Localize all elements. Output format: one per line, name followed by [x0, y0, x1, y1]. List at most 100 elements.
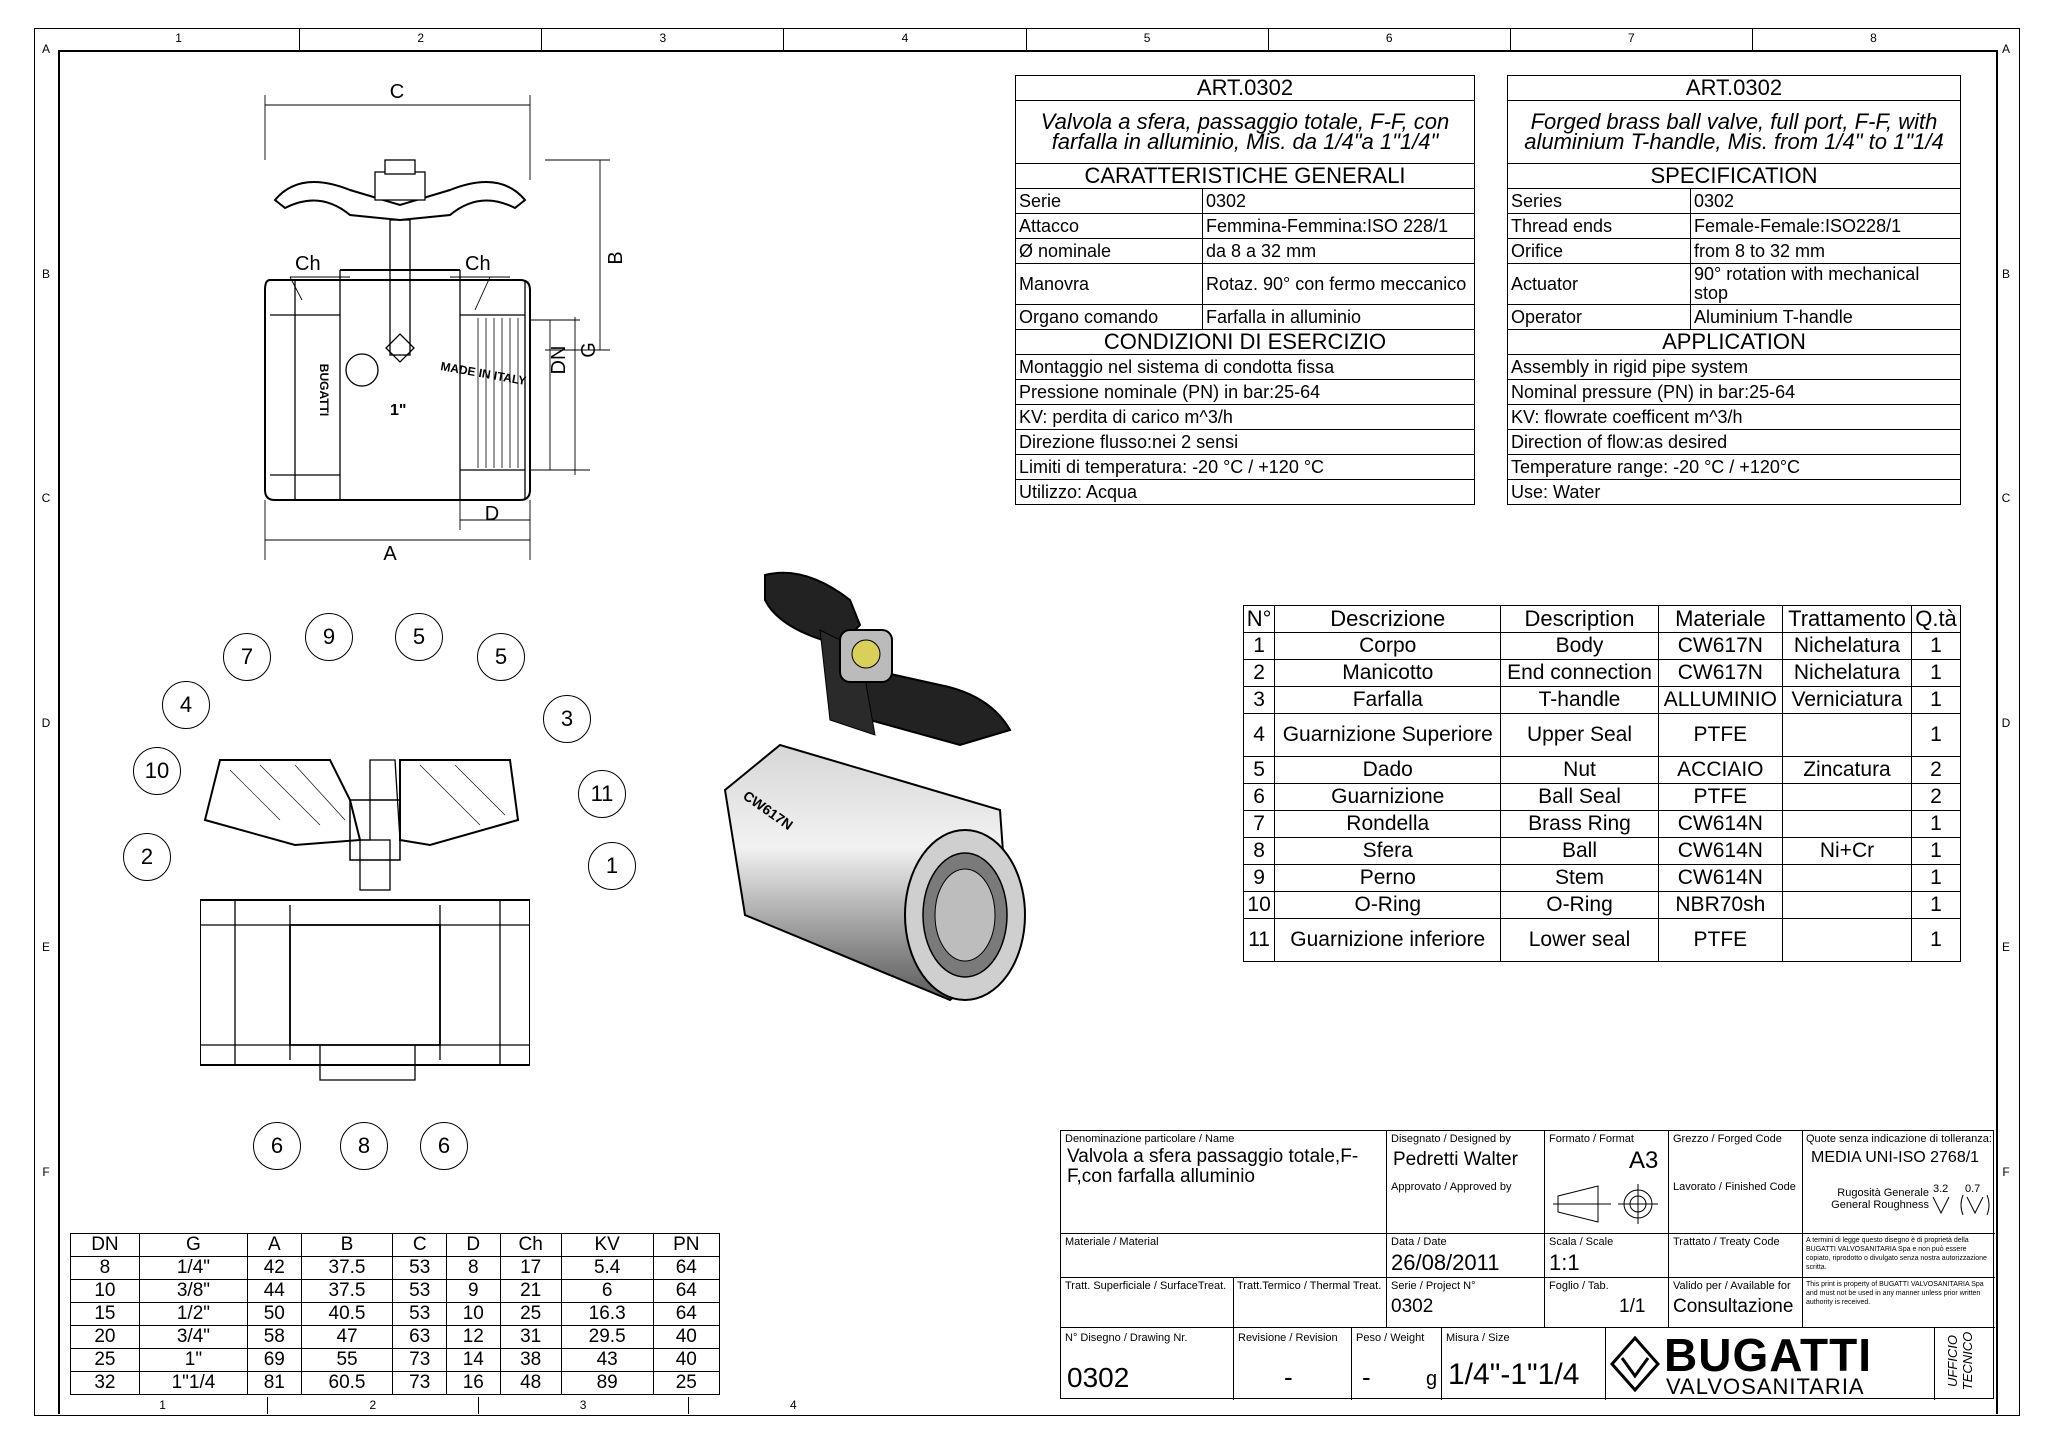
parts-cell: CW617N: [1657, 659, 1783, 687]
tb-date-cell: Data / Date 26/08/2011: [1387, 1234, 1545, 1278]
zone-column-label: 4: [790, 1398, 797, 1412]
dims-cell: 17: [499, 1256, 562, 1280]
valve-section-view: [200, 759, 530, 1081]
zone-row-label: D: [41, 715, 51, 730]
tb-legal-en: This print is property of BUGATTI VALVOS…: [1806, 1281, 1984, 1306]
dim-b-label: B: [605, 251, 627, 264]
spec-key: Manovra: [1015, 263, 1203, 305]
zone-row-label: F: [2002, 1164, 2010, 1179]
tb-roughness-value: 0.7: [1965, 1183, 1981, 1195]
spec-key: Attacco: [1015, 213, 1203, 239]
tb-label: Tratt. Superficiale / SurfaceTreat.: [1065, 1280, 1227, 1292]
spec-value: Femmina-Femmina:ISO 228/1: [1202, 213, 1475, 239]
parts-header-cell: Trattamento: [1781, 605, 1913, 633]
dims-header-cell: KV: [560, 1233, 654, 1257]
callout-bubble: 5: [395, 613, 443, 661]
parts-cell: Manicotto: [1274, 659, 1502, 687]
dims-cell: 15: [70, 1302, 140, 1326]
dims-header-cell: DN: [70, 1233, 140, 1257]
parts-cell: Brass Ring: [1500, 810, 1659, 838]
dims-header-cell: A: [247, 1233, 302, 1257]
spec-value: 0302: [1690, 188, 1961, 214]
dims-cell: 1": [138, 1348, 249, 1372]
parts-cell: Dado: [1274, 756, 1502, 784]
tb-label: Scala / Scale: [1549, 1236, 1614, 1248]
tb-label: Trattato / Treaty Code: [1673, 1236, 1780, 1248]
tb-size-value: 1/4"-1"1/4: [1448, 1358, 1580, 1391]
tb-revision-value: -: [1284, 1362, 1293, 1392]
parts-cell: [1781, 864, 1913, 892]
parts-cell: Nichelatura: [1781, 632, 1913, 660]
dims-header-cell: B: [300, 1233, 394, 1257]
spec-key: Organo comando: [1015, 304, 1203, 330]
tb-project-cell: Serie / Project N° 0302: [1387, 1278, 1545, 1328]
parts-cell: 1: [1911, 659, 1961, 687]
callout-bubble: 7: [223, 633, 271, 681]
dims-cell: 1/4": [138, 1256, 249, 1280]
tb-office-cell: UFFICIO TECNICO: [1934, 1328, 1995, 1400]
zone-column-label: 8: [1870, 31, 1877, 45]
spec-value: Farfalla in alluminio: [1202, 304, 1475, 330]
tb-label: Peso / Weight: [1356, 1332, 1425, 1344]
parts-cell: Guarnizione: [1274, 783, 1502, 811]
parts-cell: ALLUMINIO: [1657, 686, 1783, 714]
parts-header-cell: Materiale: [1657, 605, 1783, 633]
parts-cell: 2: [1911, 756, 1961, 784]
dims-cell: 47: [300, 1325, 394, 1349]
spec-value: da 8 a 32 mm: [1202, 238, 1475, 264]
parts-cell: O-Ring: [1500, 891, 1659, 919]
parts-cell: 1: [1911, 864, 1961, 892]
dim-a-label: A: [383, 543, 397, 565]
parts-cell: 6: [1242, 783, 1276, 811]
callout-bubble: 1: [588, 842, 636, 890]
dim-g-label: G: [578, 342, 600, 358]
dims-cell: 1/2": [138, 1302, 249, 1326]
tb-sheet-value: 1/1: [1619, 1296, 1646, 1317]
parts-cell: O-Ring: [1274, 891, 1502, 919]
title-block: Denominazione particolare / Name Valvola…: [1060, 1130, 1995, 1400]
tb-surface-cell: Tratt. Superficiale / SurfaceTreat.: [1061, 1278, 1234, 1328]
dims-cell: 8: [446, 1256, 501, 1280]
dims-cell: 3/8": [138, 1279, 249, 1303]
parts-header-cell: Descrizione: [1274, 605, 1502, 633]
zone-column-label: 6: [1269, 28, 1511, 50]
dims-cell: 73: [392, 1348, 447, 1372]
zone-row-label: A: [2001, 42, 2010, 57]
dims-cell: 29.5: [560, 1325, 654, 1349]
dims-header-cell: PN: [652, 1233, 721, 1257]
dims-cell: 37.5: [300, 1279, 394, 1303]
parts-cell: Ball Seal: [1500, 783, 1659, 811]
spec-key: Orifice: [1507, 238, 1691, 264]
zone-column-label: 3: [542, 28, 785, 50]
callout-bubble: 6: [420, 1122, 468, 1170]
callout-bubble: 4: [162, 681, 210, 729]
zone-column-label: 1: [58, 1397, 269, 1414]
logo-subtitle: VALVOSANITARIA: [1666, 1374, 1865, 1399]
parts-cell: 1: [1911, 891, 1961, 919]
tb-label: Materiale / Material: [1065, 1236, 1159, 1248]
tb-project-value: 0302: [1391, 1296, 1434, 1317]
tb-thermal-cell: Tratt.Termico / Thermal Treat.: [1234, 1278, 1387, 1328]
dims-cell: 40.5: [300, 1302, 394, 1326]
parts-header-cell: Q.tà: [1911, 605, 1961, 633]
parts-cell: Farfalla: [1274, 686, 1502, 714]
projection-symbol-icon: [1553, 1184, 1658, 1224]
parts-cell: T-handle: [1500, 686, 1659, 714]
parts-cell: 1: [1911, 918, 1961, 962]
parts-cell: CW614N: [1657, 810, 1783, 838]
zone-row-label: B: [2001, 266, 2010, 281]
zone-column-label: 7: [1511, 28, 1753, 50]
dims-cell: 8: [70, 1256, 140, 1280]
body-engraving-brand: BUGATTI: [317, 364, 331, 416]
zone-column-label: 2: [268, 1397, 479, 1414]
dims-cell: 20: [70, 1325, 140, 1349]
parts-cell: [1781, 891, 1913, 919]
spec-line: Montaggio nel sistema di condotta fissa: [1015, 354, 1475, 380]
tb-label: N° Disegno / Drawing Nr.: [1065, 1332, 1188, 1344]
